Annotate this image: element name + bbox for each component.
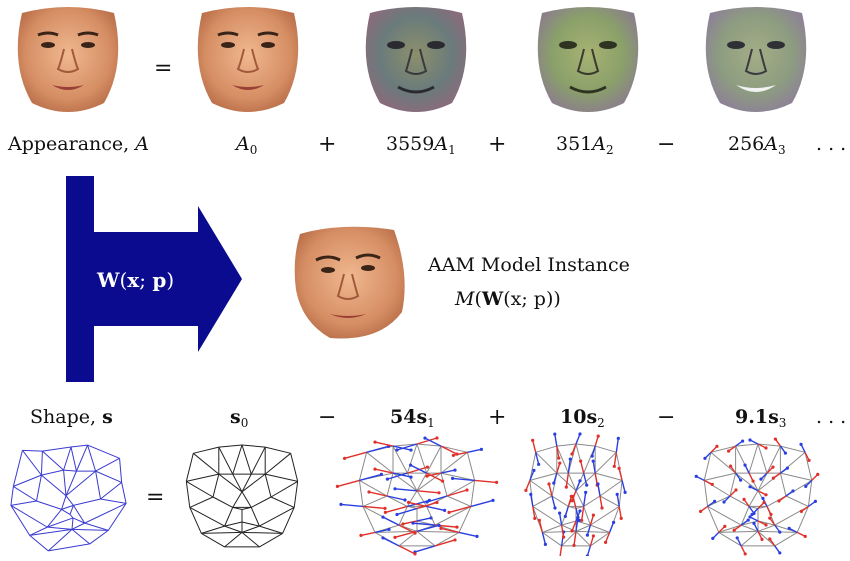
shape-mode-3-vectors — [694, 437, 820, 556]
appearance-term-3: 256A3 — [728, 133, 786, 157]
term-subscript: 2 — [597, 416, 605, 430]
term-symbol: A — [236, 133, 250, 155]
model-instance-face-image — [290, 220, 412, 342]
term-subscript: 1 — [448, 143, 456, 157]
formula-paren-open: ( — [474, 288, 482, 310]
appearance-label-symbol: A — [135, 133, 149, 155]
formula-M: M — [455, 288, 475, 310]
appearance-term-1: 3559A1 — [386, 133, 456, 157]
shape-op-1: − — [318, 405, 337, 430]
term-subscript: 3 — [778, 143, 786, 157]
shape-mesh-instance — [10, 444, 127, 552]
appearance-term-2: 351A2 — [556, 133, 614, 157]
warp-paren-close: ) — [166, 268, 175, 292]
warp-arrow — [66, 176, 242, 382]
term-coefficient: 3559 — [386, 133, 435, 155]
appearance-face-image — [8, 5, 128, 117]
term-symbol: A — [434, 133, 449, 155]
term-symbol: s — [768, 406, 779, 428]
appearance-mean-face-image — [188, 5, 308, 117]
term-symbol: s — [230, 406, 241, 428]
term-subscript: 0 — [240, 416, 249, 430]
appearance-mode2-face-image — [528, 5, 648, 117]
term-symbol: A — [592, 133, 606, 155]
term-subscript: 0 — [249, 143, 258, 157]
term-coefficient: 54 — [390, 406, 417, 428]
model-instance-formula: M(W(x; p)) — [455, 290, 561, 309]
formula-args: (x; p) — [503, 288, 554, 310]
appearance-label-text: Appearance, — [8, 133, 136, 155]
shape-label-symbol: s — [102, 406, 113, 428]
term-symbol: A — [764, 133, 778, 155]
appearance-label: Appearance, A — [8, 135, 149, 154]
term-subscript: 1 — [427, 416, 435, 430]
appearance-op-2: + — [488, 132, 507, 157]
shape-label: Shape, s — [30, 408, 113, 427]
shape-op-3: − — [657, 405, 676, 430]
warp-W: W — [97, 268, 120, 292]
appearance-equals: = — [154, 56, 173, 81]
term-coefficient: 351 — [556, 133, 593, 155]
appearance-ellipsis: . . . — [816, 133, 847, 155]
formula-W: W — [481, 288, 504, 310]
shape-label-text: Shape, — [30, 406, 103, 428]
term-symbol: s — [586, 406, 598, 428]
shape-term-1: 54s1 — [390, 406, 435, 430]
formula-paren-close: ) — [553, 288, 561, 310]
appearance-mode1-face-image — [356, 5, 476, 117]
warp-sep: ; — [139, 268, 153, 292]
shape-mode-1-vectors — [335, 436, 499, 556]
shape-mode-2-vectors — [524, 432, 627, 556]
warp-p: p — [152, 268, 167, 292]
shape-term-2: 10s2 — [560, 406, 605, 430]
shape-term-3: 9.1s3 — [735, 406, 787, 430]
appearance-op-1: + — [318, 132, 337, 157]
shape-mesh-mean — [185, 444, 299, 548]
term-coefficient: 9.1 — [735, 406, 769, 428]
term-subscript: 3 — [778, 416, 787, 430]
appearance-mode3-face-image — [696, 5, 816, 117]
model-instance-title: AAM Model Instance — [428, 254, 630, 276]
warp-label: W(x; p) — [97, 270, 174, 290]
shape-ellipsis: . . . — [816, 406, 847, 428]
warp-paren-open: ( — [119, 268, 128, 292]
appearance-op-3: − — [657, 132, 676, 157]
term-subscript: 2 — [606, 143, 614, 157]
term-coefficient: 10 — [560, 406, 587, 428]
shape-term-0: s0 — [230, 406, 249, 430]
term-coefficient: 256 — [728, 133, 765, 155]
warp-x: x — [127, 268, 140, 292]
term-symbol: s — [416, 406, 428, 428]
shape-equals: = — [146, 485, 165, 510]
shape-op-2: + — [488, 405, 507, 430]
appearance-term-0: A0 — [236, 133, 258, 157]
